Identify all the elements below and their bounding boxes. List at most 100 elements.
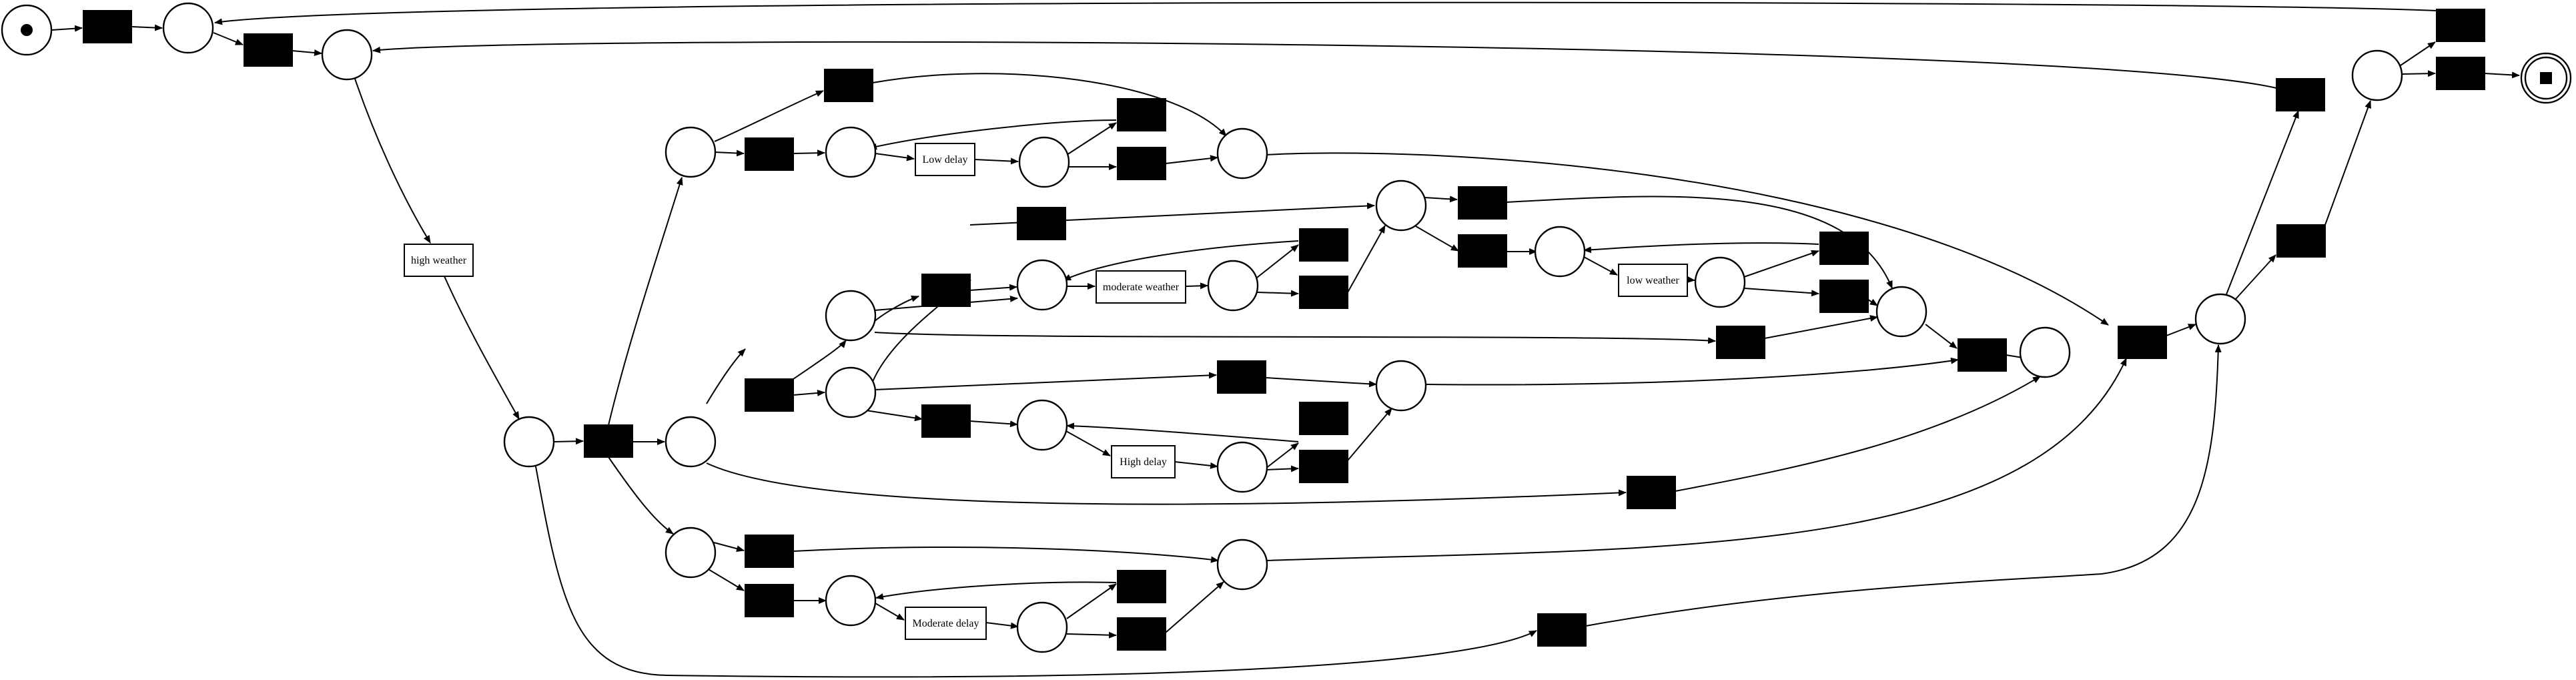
transition-low-delay: Low delay — [915, 143, 975, 176]
place-p1 — [162, 2, 214, 54]
arc-82 — [2400, 41, 2436, 66]
silent-transition-tau19 — [2276, 78, 2325, 111]
arc-10 — [608, 177, 683, 426]
place-p2 — [321, 29, 373, 81]
silent-transition-tau27 — [584, 424, 633, 458]
silent-transition-tau26 — [1299, 450, 1348, 483]
arc-57 — [1265, 442, 1299, 469]
arc-56 — [1174, 461, 1218, 469]
arc-24 — [706, 348, 746, 404]
arc-54 — [969, 420, 1018, 428]
arc-9 — [553, 438, 584, 445]
arc-20 — [869, 119, 1117, 150]
arc-62 — [706, 462, 1627, 505]
place-p4 — [825, 126, 877, 178]
arc-50 — [1764, 315, 1878, 339]
nodes: high weather Low delay moderate weather low… — [1, 2, 2572, 653]
stop-square-icon — [2540, 72, 2552, 84]
arc-61 — [1425, 357, 1959, 386]
arc-22 — [1165, 155, 1218, 164]
silent-transition-tau9 — [1458, 234, 1507, 268]
silent-transition-tau2 — [244, 33, 293, 67]
silent-transition-tau33 — [1537, 613, 1587, 647]
transition-label: Moderate delay — [913, 618, 979, 629]
arc-38 — [1424, 196, 1458, 203]
arc-37 — [1347, 225, 1386, 293]
arc-34 — [1256, 244, 1299, 278]
arc-70 — [1066, 583, 1117, 619]
silent-transition-tau30 — [745, 584, 794, 617]
place-p7 — [1375, 180, 1427, 232]
place-p20 — [503, 416, 555, 468]
silent-transition-tau20 — [2436, 9, 2485, 42]
place-p15 — [2194, 293, 2246, 345]
silent-transition-tau15 — [1716, 326, 1765, 359]
place-p6 — [1216, 127, 1268, 180]
arc-59 — [1066, 422, 1299, 442]
silent-transition-tau23 — [1217, 360, 1266, 394]
silent-transition-tau31 — [1117, 570, 1166, 603]
transition-box — [1096, 270, 1186, 304]
transition-box — [1111, 445, 1176, 478]
transition-box — [1618, 264, 1688, 297]
transition-label: high weather — [411, 255, 467, 266]
transition-label: High delay — [1120, 456, 1167, 468]
arc-63 — [1675, 376, 2041, 492]
arc-73 — [1165, 581, 1224, 633]
arc-7 — [354, 78, 431, 244]
arc-16 — [875, 153, 915, 161]
transition-low-weather: low weather — [1618, 264, 1688, 297]
arc-74 — [1266, 358, 2127, 561]
arc-4 — [292, 49, 322, 56]
silent-transition-tau28 — [1627, 476, 1676, 509]
transition-high-delay: High delay — [1111, 445, 1176, 478]
place-p11 — [1016, 259, 1068, 311]
place-p13 — [1875, 286, 1927, 338]
arc-5 — [214, 1, 2437, 25]
arc-52 — [1265, 377, 1377, 388]
arc-18 — [1066, 122, 1117, 155]
place-p19 — [1216, 441, 1268, 493]
arc-68 — [875, 603, 905, 621]
arc-66 — [707, 568, 745, 591]
silent-transition-tau29 — [745, 535, 794, 568]
place-p8 — [1534, 226, 1586, 278]
arc-36 — [1063, 240, 1299, 281]
transition-box — [905, 607, 987, 640]
silent-transition-tau7 — [1017, 207, 1066, 240]
transition-high-weather: high weather — [404, 244, 474, 277]
arc-51 — [874, 372, 1217, 390]
silent-transition-tau21 — [2436, 57, 2485, 90]
arc-84 — [2484, 71, 2520, 79]
arc-42 — [1583, 256, 1618, 276]
silent-transition-tau10 — [921, 274, 971, 307]
silent-transition-tau6 — [1117, 147, 1166, 180]
arc-53 — [865, 410, 923, 422]
place-p23 — [1216, 539, 1268, 591]
arc-65 — [793, 547, 1219, 563]
arc-25 — [793, 340, 847, 380]
arc-64 — [713, 542, 745, 552]
arc-47 — [1867, 298, 1878, 306]
place-p10 — [825, 290, 877, 342]
silent-transition-tau32 — [1117, 617, 1166, 651]
transition-label: moderate weather — [1103, 282, 1180, 293]
silent-transition-tau4 — [745, 137, 794, 171]
arc-58 — [1265, 465, 1299, 472]
arc-31 — [969, 284, 1017, 291]
silent-transition-tau1 — [83, 10, 132, 43]
arc-81 — [2324, 100, 2371, 226]
place-p14 — [2019, 326, 2071, 378]
silent-transition-tau5 — [1117, 98, 1166, 131]
arc-13 — [714, 90, 824, 142]
place-p18 — [1016, 399, 1068, 451]
arc-46 — [1583, 242, 1819, 254]
silent-transition-tau17 — [2118, 326, 2167, 359]
arc-48 — [1925, 324, 1958, 349]
arc-8 — [444, 276, 520, 420]
place-p17 — [1375, 360, 1427, 412]
silent-transition-tau8 — [1458, 186, 1507, 220]
arc-76 — [535, 466, 1537, 678]
transition-label: Low delay — [923, 154, 968, 165]
place-p25 — [1016, 601, 1068, 653]
